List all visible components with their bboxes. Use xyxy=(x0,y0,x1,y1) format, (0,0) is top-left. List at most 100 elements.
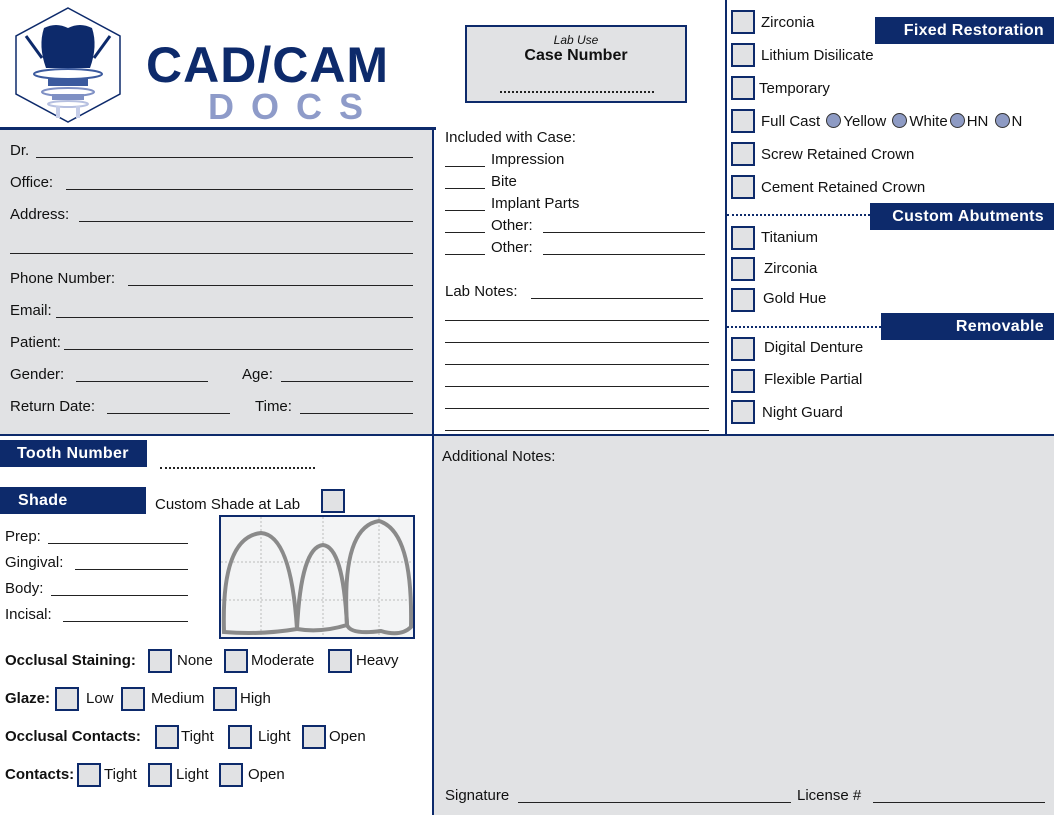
option-label: Open xyxy=(248,766,285,783)
lithium-disilicate-checkbox[interactable] xyxy=(731,43,755,67)
included-blank[interactable] xyxy=(445,232,485,233)
divider xyxy=(0,127,436,130)
option-label: Light xyxy=(258,728,291,745)
cement-retained-crown-checkbox[interactable] xyxy=(731,175,755,199)
occlusal-tight-checkbox[interactable] xyxy=(155,725,179,749)
phone-field[interactable] xyxy=(128,285,413,286)
time-label: Time: xyxy=(255,398,292,415)
glaze-high-checkbox[interactable] xyxy=(213,687,237,711)
time-field[interactable] xyxy=(300,413,413,414)
digital-denture-checkbox[interactable] xyxy=(731,337,755,361)
staining-none-checkbox[interactable] xyxy=(148,649,172,673)
contacts-label: Contacts: xyxy=(5,766,75,783)
full-cast-checkbox[interactable] xyxy=(731,109,755,133)
option-label: Screw Retained Crown xyxy=(761,146,915,163)
zirconia-abutment-checkbox[interactable] xyxy=(731,257,755,281)
address-field-line-2[interactable] xyxy=(10,253,413,254)
screw-retained-crown-checkbox[interactable] xyxy=(731,142,755,166)
included-item: Impression xyxy=(491,151,565,168)
incisal-field[interactable] xyxy=(63,621,188,622)
license-label: License # xyxy=(797,787,862,804)
gender-label: Gender: xyxy=(10,366,65,383)
tooth-number-field[interactable] xyxy=(160,467,315,469)
body-label: Body: xyxy=(5,580,44,597)
prep-label: Prep: xyxy=(5,528,41,545)
yellow-radio[interactable] xyxy=(826,113,842,128)
address-label: Address: xyxy=(10,206,70,223)
signature-field[interactable] xyxy=(518,802,791,803)
option-label: Tight xyxy=(181,728,214,745)
lab-notes-line[interactable] xyxy=(445,430,709,431)
staining-heavy-checkbox[interactable] xyxy=(328,649,352,673)
return-date-field[interactable] xyxy=(107,413,230,414)
lab-notes-line[interactable] xyxy=(445,342,709,343)
gold-hue-checkbox[interactable] xyxy=(731,288,755,312)
occlusal-open-checkbox[interactable] xyxy=(302,725,326,749)
included-blank[interactable] xyxy=(445,188,485,189)
radio-label: HN xyxy=(966,113,989,130)
divider xyxy=(727,214,870,216)
incisal-label: Incisal: xyxy=(5,606,52,623)
option-label: None xyxy=(177,652,213,669)
lab-notes-label: Lab Notes: xyxy=(445,283,518,300)
included-blank[interactable] xyxy=(445,166,485,167)
contacts-open-checkbox[interactable] xyxy=(219,763,243,787)
radio-label: N xyxy=(1011,113,1023,130)
divider xyxy=(432,434,434,815)
night-guard-checkbox[interactable] xyxy=(731,400,755,424)
gender-field[interactable] xyxy=(76,381,208,382)
additional-notes-area[interactable] xyxy=(434,436,1054,815)
occlusal-contacts-label: Occlusal Contacts: xyxy=(5,728,141,745)
dr-label: Dr. xyxy=(10,142,30,159)
titanium-checkbox[interactable] xyxy=(731,226,755,250)
n-radio[interactable] xyxy=(994,113,1010,128)
lab-notes-line[interactable] xyxy=(445,320,709,321)
office-label: Office: xyxy=(10,174,54,191)
additional-notes-label: Additional Notes: xyxy=(442,448,556,465)
included-item: Other: xyxy=(491,239,533,256)
glaze-medium-checkbox[interactable] xyxy=(121,687,145,711)
lab-notes-line[interactable] xyxy=(445,364,709,365)
lab-notes-line[interactable] xyxy=(445,386,709,387)
gingival-field[interactable] xyxy=(75,569,188,570)
hn-radio[interactable] xyxy=(949,113,965,128)
included-title: Included with Case: xyxy=(445,129,576,146)
contacts-tight-checkbox[interactable] xyxy=(77,763,101,787)
other-field[interactable] xyxy=(543,254,705,255)
age-field[interactable] xyxy=(281,381,413,382)
body-field[interactable] xyxy=(51,595,188,596)
white-radio[interactable] xyxy=(892,113,908,128)
email-label: Email: xyxy=(10,302,52,319)
lab-notes-field[interactable] xyxy=(531,298,703,299)
divider xyxy=(0,434,1054,436)
flexible-partial-checkbox[interactable] xyxy=(731,369,755,393)
included-item: Other: xyxy=(491,217,533,234)
office-field[interactable] xyxy=(66,189,413,190)
address-field[interactable] xyxy=(79,221,413,222)
other-field[interactable] xyxy=(543,232,705,233)
case-number-field[interactable] xyxy=(500,91,654,93)
dr-field[interactable] xyxy=(36,157,413,158)
option-label: Open xyxy=(329,728,366,745)
glaze-low-checkbox[interactable] xyxy=(55,687,79,711)
email-field[interactable] xyxy=(56,317,413,318)
contacts-light-checkbox[interactable] xyxy=(148,763,172,787)
occlusal-staining-label: Occlusal Staining: xyxy=(5,652,136,669)
prep-field[interactable] xyxy=(48,543,188,544)
option-label: Digital Denture xyxy=(764,339,864,356)
signature-label: Signature xyxy=(445,787,510,804)
radio-label: White xyxy=(909,113,948,130)
included-blank[interactable] xyxy=(445,254,485,255)
shade-tooth-diagram xyxy=(219,515,415,639)
included-blank[interactable] xyxy=(445,210,485,211)
temporary-checkbox[interactable] xyxy=(731,76,755,100)
option-label: Zirconia xyxy=(764,260,818,277)
zirconia-checkbox[interactable] xyxy=(731,10,755,34)
custom-shade-checkbox[interactable] xyxy=(321,489,345,513)
occlusal-light-checkbox[interactable] xyxy=(228,725,252,749)
option-label: Gold Hue xyxy=(763,290,827,307)
license-field[interactable] xyxy=(873,802,1045,803)
staining-moderate-checkbox[interactable] xyxy=(224,649,248,673)
lab-notes-line[interactable] xyxy=(445,408,709,409)
patient-field[interactable] xyxy=(64,349,413,350)
